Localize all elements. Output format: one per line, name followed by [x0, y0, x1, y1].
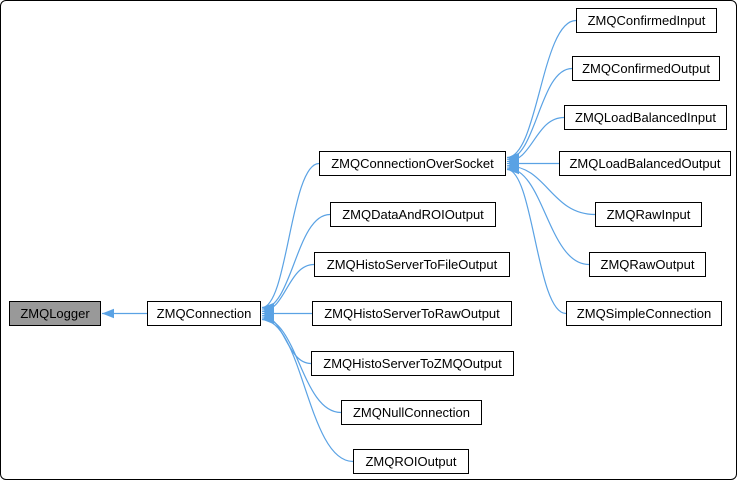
node-ZMQRawInput[interactable]: ZMQRawInput	[595, 202, 702, 227]
node-ZMQHistoServerToFileOutput[interactable]: ZMQHistoServerToFileOutput	[314, 252, 510, 277]
inheritance-edge-ZMQConfirmedInput-to-ZMQConnectionOverSocket	[506, 19, 577, 163]
node-ZMQHistoServerToRawOutput[interactable]: ZMQHistoServerToRawOutput	[312, 301, 512, 326]
inheritance-edge-ZMQRawOutput-to-ZMQConnectionOverSocket	[506, 163, 590, 266]
node-ZMQConnection[interactable]: ZMQConnection	[147, 301, 261, 326]
node-ZMQLogger[interactable]: ZMQLogger	[9, 301, 101, 326]
node-ZMQHistoServerToZMQOutput[interactable]: ZMQHistoServerToZMQOutput	[311, 351, 514, 376]
inheritance-edge-ZMQLoadBalancedInput-to-ZMQConnectionOverSocket	[506, 116, 565, 167]
node-ZMQConnectionOverSocket[interactable]: ZMQConnectionOverSocket	[319, 151, 506, 176]
inheritance-edge-ZMQHistoServerToZMQOutput-to-ZMQConnection	[261, 310, 312, 365]
node-ZMQROIOutput[interactable]: ZMQROIOutput	[353, 449, 469, 474]
node-ZMQConfirmedOutput[interactable]: ZMQConfirmedOutput	[572, 56, 720, 81]
inheritance-edge-ZMQSimpleConnection-to-ZMQConnectionOverSocket	[506, 164, 567, 315]
inheritance-edge-ZMQConfirmedOutput-to-ZMQConnectionOverSocket	[506, 67, 573, 164]
node-ZMQDataAndROIOutput[interactable]: ZMQDataAndROIOutput	[330, 202, 496, 227]
node-ZMQConfirmedInput[interactable]: ZMQConfirmedInput	[576, 8, 717, 33]
node-ZMQSimpleConnection[interactable]: ZMQSimpleConnection	[566, 301, 722, 326]
inheritance-edge-ZMQHistoServerToFileOutput-to-ZMQConnection	[261, 263, 315, 317]
inheritance-edge-ZMQConnectionOverSocket-to-ZMQConnection	[261, 162, 320, 313]
node-ZMQLoadBalancedInput[interactable]: ZMQLoadBalancedInput	[564, 105, 727, 130]
node-ZMQRawOutput[interactable]: ZMQRawOutput	[589, 252, 706, 277]
node-ZMQNullConnection[interactable]: ZMQNullConnection	[341, 400, 482, 425]
inheritance-edge-ZMQROIOutput-to-ZMQConnection	[261, 314, 354, 463]
node-ZMQLoadBalancedOutput[interactable]: ZMQLoadBalancedOutput	[559, 151, 731, 176]
